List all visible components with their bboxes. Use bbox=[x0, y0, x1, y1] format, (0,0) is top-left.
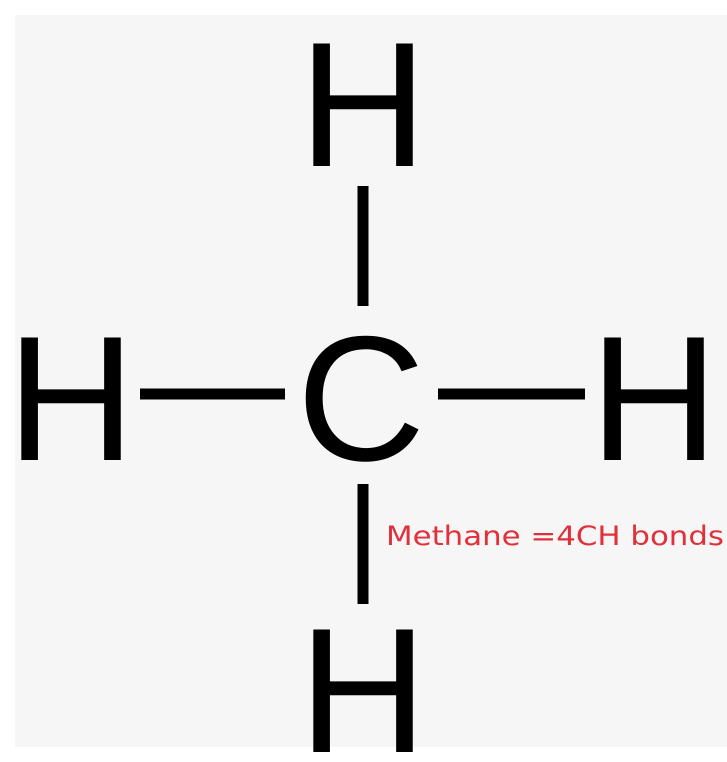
atom-hydrogen-left: H bbox=[7, 299, 136, 498]
atom-hydrogen-bottom: H bbox=[299, 591, 428, 762]
atom-carbon-center: C bbox=[297, 299, 426, 498]
atom-hydrogen-top: H bbox=[299, 5, 428, 204]
molecule-caption: Methane =4CH bonds bbox=[386, 521, 724, 552]
diagram-canvas bbox=[15, 15, 727, 747]
atom-hydrogen-right: H bbox=[590, 299, 719, 498]
